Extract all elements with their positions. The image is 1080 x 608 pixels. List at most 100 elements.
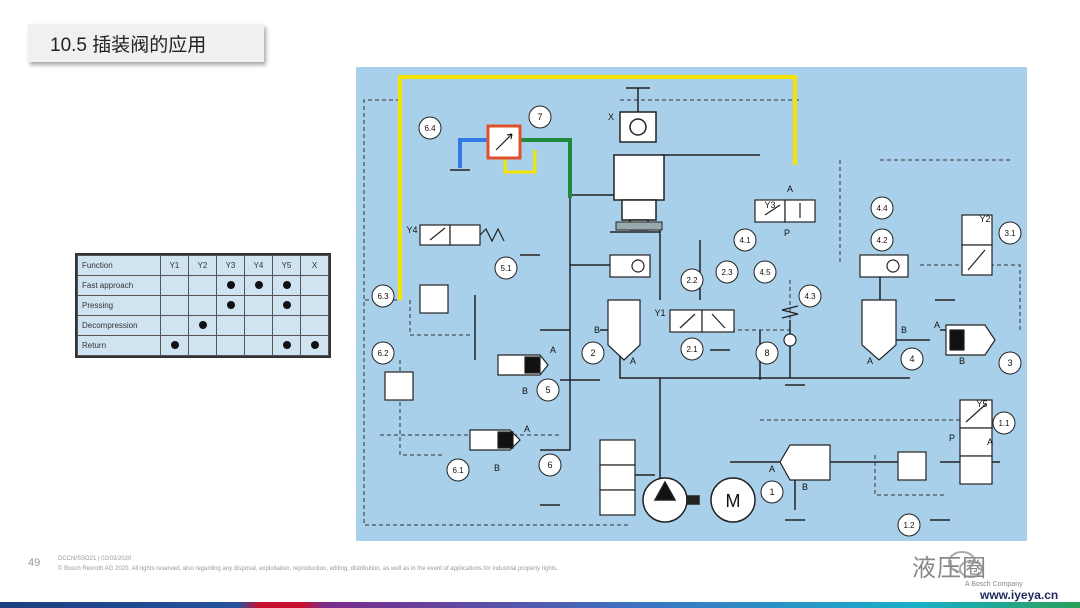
label-5: 5 [545,385,550,395]
table-header-row: Function Y1 Y2 Y3 Y4 Y5 X [77,255,329,276]
label-6-a: A [524,424,530,434]
table-row: Decompression [77,315,329,336]
table-header-cell: Y3 [216,255,245,276]
table-row-name: Pressing [77,295,161,316]
label-y5: Y5 [976,399,987,409]
label-y3-p: P [784,228,790,238]
table-row-name: Fast approach [77,275,161,296]
table-cell [300,295,329,316]
table-cell [216,275,245,296]
table-cell [272,295,301,316]
table-header-cell: Y5 [272,255,301,276]
company-tagline: A Bosch Company [965,581,1023,588]
check-valve-8 [781,305,799,347]
label-1-2: 1.2 [903,521,915,530]
green-control-path [520,138,572,198]
label-7: 7 [537,112,542,122]
table-header-cell: X [300,255,329,276]
blue-tank-path [458,138,488,168]
label-3: 3 [1007,358,1012,368]
footer-copyright: © Bosch Rexroth AG 2020. All rights rese… [58,566,559,572]
label-4-b: B [901,325,907,335]
label-5-b: B [522,386,528,396]
label-4-4: 4.4 [876,204,888,213]
label-circles [371,105,1022,537]
table-header-cell: Y4 [244,255,273,276]
table-cell [160,275,189,296]
slide-title: 10.5 插装阀的应用 [28,24,264,62]
label-6-b: B [494,463,500,473]
directional-valve-y4 [419,224,505,246]
table-cell [244,335,273,356]
function-table: Function Y1 Y2 Y3 Y4 Y5 X Fast approach … [75,253,331,358]
function-dot [170,340,179,349]
label-2-a: A [630,356,636,366]
table-cell [272,315,301,336]
table-cell [216,295,245,316]
hydraulic-circuit-diagram: 6.4 7 X Y3 A P 4.1 4.4 4.2 Y2 3.1 Y4 5.1… [356,67,1027,541]
label-4: 4 [909,354,914,364]
label-6-3: 6.3 [377,292,389,301]
directional-valve-y1 [669,309,735,333]
label-1-b: B [802,482,808,492]
label-6-2: 6.2 [377,349,389,358]
table-cell [244,295,273,316]
watermark-text: 液压圈 [912,555,987,582]
table-cell [244,275,273,296]
directional-valve-y5 [959,399,993,485]
label-2-1: 2.1 [686,345,698,354]
function-dot [282,280,291,289]
label-y3: Y3 [764,200,775,210]
motor-label: M [726,491,741,511]
directional-valve-y2 [961,214,993,276]
table-cell [272,335,301,356]
table-cell [188,295,217,316]
tank-symbols [450,169,955,521]
table-cell [300,275,329,296]
table-row: Return [77,335,329,356]
cylinder-hatch [615,221,663,231]
label-4-a: A [867,356,873,366]
table-cell [188,275,217,296]
label-4-2: 4.2 [876,236,888,245]
label-6: 6 [547,460,552,470]
function-dot [198,320,207,329]
label-x: X [608,112,614,122]
table-cell [160,315,189,336]
table-row: Pressing [77,295,329,316]
label-2-3: 2.3 [721,268,733,277]
wechat-icon [948,551,983,578]
footer-color-bar [0,602,1080,608]
table-cell [272,275,301,296]
label-y4: Y4 [406,225,417,235]
function-dot [282,340,291,349]
table-cell [160,295,189,316]
label-5-1: 5.1 [500,264,512,273]
label-y2: Y2 [979,214,990,224]
table-cell [300,335,329,356]
label-y3-a: A [787,184,793,194]
label-1-1: 1.1 [998,419,1010,428]
label-5-a: A [550,345,556,355]
pressure-valves [384,284,927,481]
table-row-name: Return [77,335,161,356]
label-2-2: 2.2 [686,276,698,285]
label-1-1-p: P [949,433,955,443]
cartridge-valves [469,299,996,481]
table-header-cell: Function [77,255,161,276]
relief-valve-arrow-7 [495,133,513,151]
site-url: www.iyeya.cn [980,588,1059,602]
label-2: 2 [590,348,595,358]
function-dot [282,300,291,309]
label-1: 1 [769,487,774,497]
table-header-cell: Y1 [160,255,189,276]
label-1-1-a: A [987,437,993,447]
table-cell [188,315,217,336]
table-cell [244,315,273,336]
yellow-pilot-path [398,75,797,300]
label-3-a: A [934,320,940,330]
label-3-1: 3.1 [1004,229,1016,238]
function-dot [310,340,319,349]
function-dot [226,280,235,289]
table-row-name: Decompression [77,315,161,336]
